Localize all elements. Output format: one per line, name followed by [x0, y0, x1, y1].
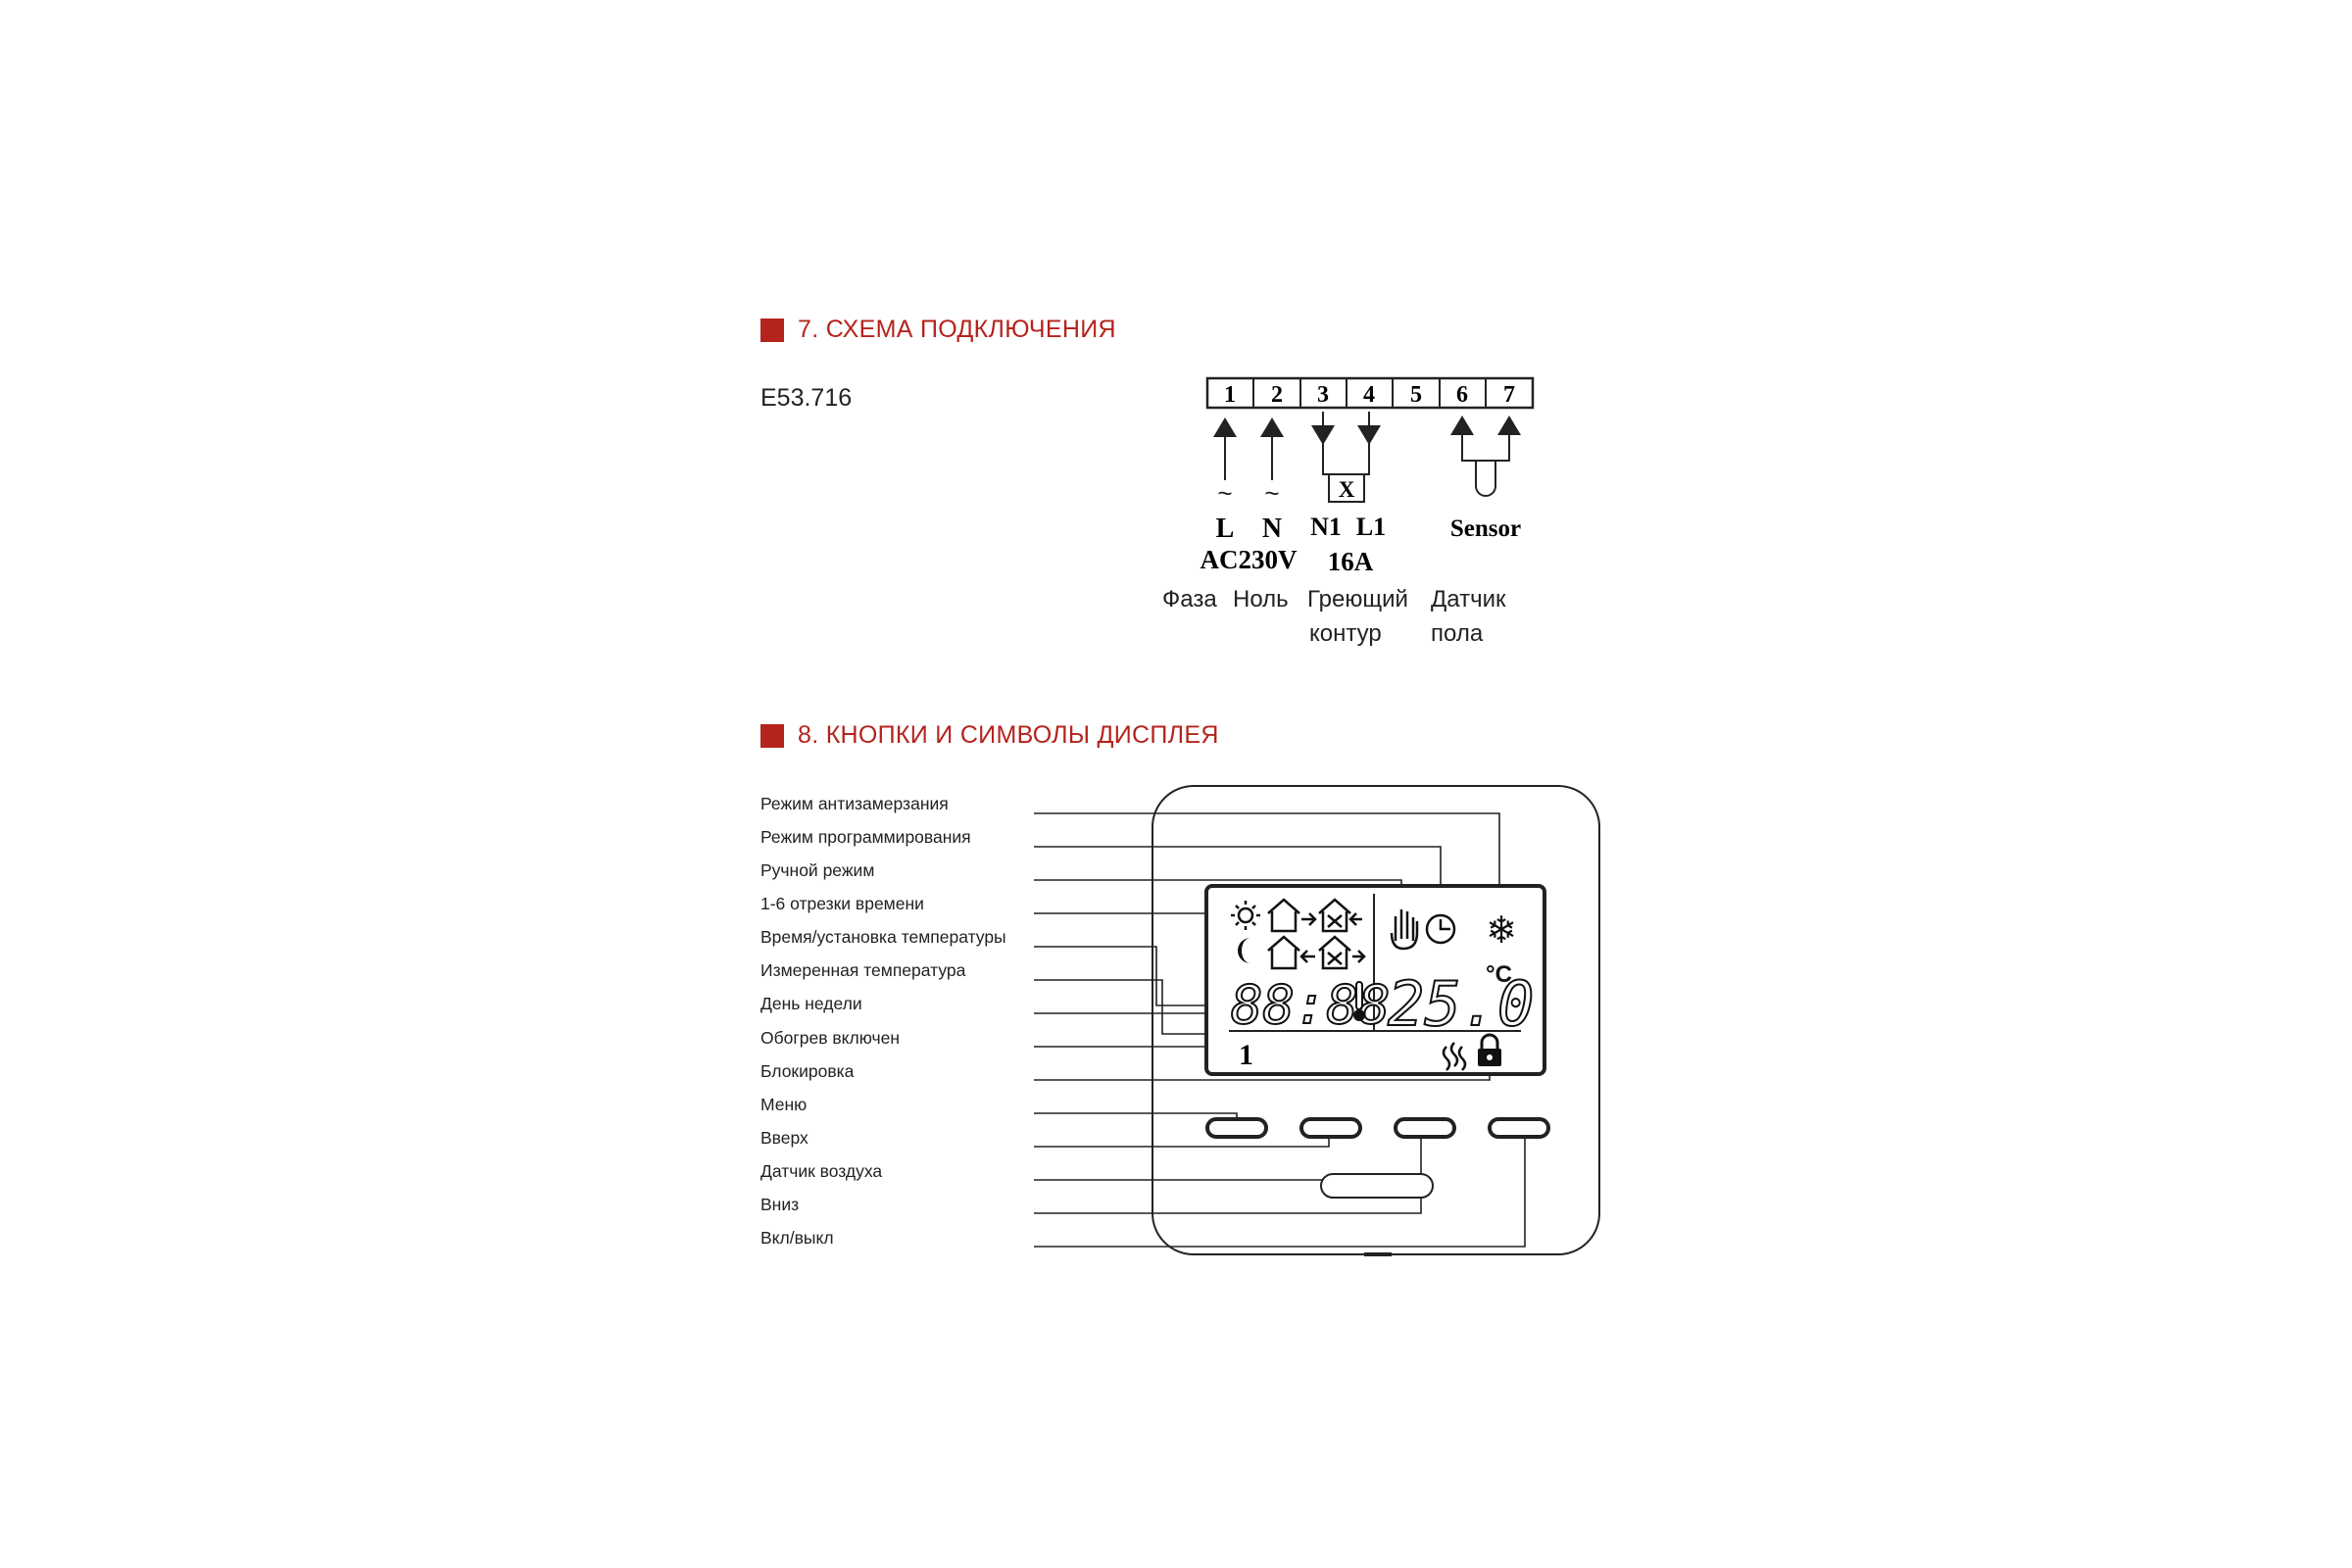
label-antifreeze: Режим антизамерзания	[760, 794, 949, 813]
snowflake-icon: ❄	[1486, 910, 1517, 952]
label-manual-mode: Ручной режим	[760, 860, 875, 880]
moon-icon	[1238, 938, 1250, 963]
label-heating-on: Обогрев включен	[760, 1028, 900, 1048]
work-in-icon	[1318, 935, 1366, 970]
terminal-5: 5	[1410, 382, 1422, 408]
down-button[interactable]	[1394, 1117, 1456, 1139]
air-sensor-slot	[1320, 1173, 1434, 1199]
label-measured-temp: Измеренная температура	[760, 960, 966, 980]
caption-phase: Фаза	[1162, 586, 1217, 612]
caption-heating-2: контур	[1309, 620, 1382, 647]
label-time-periods: 1-6 отрезки времени	[760, 894, 924, 913]
lcd-time: 88:88	[1231, 974, 1391, 1036]
heating-icon	[1442, 1042, 1467, 1071]
terminal-7: 7	[1503, 382, 1515, 408]
lcd-unit: °C	[1486, 961, 1512, 988]
n1-letter: N1	[1310, 513, 1342, 541]
terminal-4: 4	[1363, 382, 1375, 408]
lcd-weekday: 1	[1239, 1039, 1253, 1071]
load-symbol: X	[1339, 477, 1355, 502]
section-8-header: 8. КНОПКИ И СИМВОЛЫ ДИСПЛЕЯ	[760, 721, 1219, 750]
section-marker	[760, 723, 784, 748]
label-up: Вверх	[760, 1128, 808, 1148]
label-weekday: День недели	[760, 994, 862, 1013]
floor-sensor-probe	[1475, 461, 1496, 497]
terminal-1: 1	[1224, 382, 1236, 408]
label-program-mode: Режим программирования	[760, 827, 971, 847]
label-lock: Блокировка	[760, 1061, 855, 1081]
terminal-3: 3	[1317, 382, 1329, 408]
l1-letter: L1	[1356, 513, 1386, 541]
ac-tilde-l: ~	[1217, 478, 1232, 508]
work-out-icon	[1318, 898, 1362, 933]
caption-sensor-1: Датчик	[1431, 586, 1506, 612]
house-in-icon	[1267, 935, 1315, 970]
section-marker	[760, 318, 784, 342]
caption-neutral: Ноль	[1233, 586, 1289, 612]
lcd-screen	[1204, 884, 1546, 1076]
sensor-letter: Sensor	[1450, 515, 1521, 542]
terminal-block: 1 2 3 4 5 6 7	[1205, 376, 1535, 410]
clock-icon	[1425, 913, 1456, 945]
caption-sensor-2: пола	[1431, 620, 1484, 647]
sun-icon	[1231, 901, 1260, 930]
section-8-title: 8. КНОПКИ И СИМВОЛЫ ДИСПЛЕЯ	[798, 721, 1219, 749]
thermometer-icon	[1353, 981, 1365, 1021]
label-down: Вниз	[760, 1195, 800, 1214]
house-out-icon	[1267, 898, 1317, 933]
section-7-title: 7. СХЕМА ПОДКЛЮЧЕНИЯ	[798, 316, 1116, 343]
up-button[interactable]	[1299, 1117, 1362, 1139]
menu-button[interactable]	[1205, 1117, 1268, 1139]
caption-heating-1: Греющий	[1307, 586, 1408, 612]
label-menu: Меню	[760, 1095, 808, 1114]
label-power: Вкл/выкл	[760, 1228, 834, 1248]
voltage-label: AC230V	[1200, 545, 1298, 574]
label-time-set-temp: Время/установка температуры	[760, 927, 1006, 947]
current-label: 16A	[1328, 547, 1374, 576]
section-7-header: 7. СХЕМА ПОДКЛЮЧЕНИЯ	[760, 316, 1116, 344]
model-number: E53.716	[760, 384, 853, 412]
power-button[interactable]	[1488, 1117, 1550, 1139]
lock-icon	[1478, 1033, 1501, 1066]
terminal-2: 2	[1271, 382, 1283, 408]
terminal-6: 6	[1456, 382, 1468, 408]
load-box	[1328, 473, 1365, 503]
label-air-sensor: Датчик воздуха	[760, 1161, 883, 1181]
ac-tilde-n: ~	[1264, 478, 1279, 508]
neutral-letter: N	[1262, 514, 1282, 544]
phase-letter: L	[1216, 514, 1235, 544]
lcd-temperature: 25.0	[1388, 968, 1534, 1040]
hand-icon	[1390, 909, 1419, 951]
